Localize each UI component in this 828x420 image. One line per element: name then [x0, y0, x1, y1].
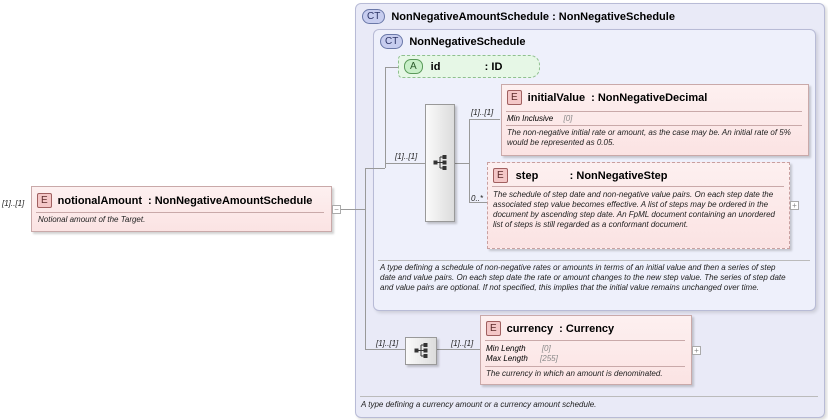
initial-value-name: initialValue — [527, 91, 586, 104]
notional-amount-name: notionalAmount — [57, 194, 142, 207]
min-length-value: [0] — [541, 344, 551, 353]
attribute-id[interactable]: A id : ID — [398, 55, 540, 78]
sequence-1-cardinality: [1]..[1] — [395, 152, 418, 161]
element-badge: E — [486, 321, 501, 336]
sequence-2-cardinality: [1]..[1] — [376, 339, 399, 348]
max-length-value: [255] — [540, 354, 558, 363]
expand-currency-button[interactable]: + — [692, 346, 701, 355]
inner-type-title: NonNegativeSchedule — [409, 35, 526, 48]
initial-value-doc: The non-negative initial rate or amount,… — [507, 128, 791, 147]
element-badge: E — [507, 90, 522, 105]
attribute-id-type: : ID — [484, 60, 503, 73]
currency-element[interactable]: E currency : Currency Min Length [0] Max… — [480, 315, 692, 385]
element-badge: E — [493, 168, 508, 183]
step-element[interactable]: E step : NonNegativeStep The schedule of… — [487, 162, 790, 249]
initial-value-cardinality: [1]..[1] — [471, 108, 494, 117]
step-doc: The schedule of step date and non-negati… — [493, 190, 775, 229]
notional-amount-type: : NonNegativeAmountSchedule — [148, 194, 313, 207]
expand-step-button[interactable]: + — [790, 201, 799, 210]
step-type: : NonNegativeStep — [569, 169, 668, 182]
attribute-id-name: id — [430, 60, 441, 73]
currency-type: : Currency — [559, 322, 615, 335]
sequence-2-compositor[interactable] — [405, 337, 437, 365]
complex-type-badge: CT — [362, 9, 386, 24]
currency-name: currency — [506, 322, 554, 335]
currency-cardinality: [1]..[1] — [451, 339, 474, 348]
complex-type-badge: CT — [380, 34, 404, 49]
sequence-1-compositor[interactable] — [425, 104, 455, 222]
notional-cardinality: [1]..[1] — [2, 199, 25, 208]
min-inclusive-value: [0] — [563, 114, 573, 123]
outer-type-doc: A type defining a currency amount or a c… — [361, 400, 597, 409]
expand-notional-button[interactable]: − — [332, 205, 341, 214]
max-length-label: Max Length — [486, 354, 528, 363]
notional-amount-element[interactable]: E notionalAmount : NonNegativeAmountSche… — [31, 186, 332, 232]
initial-value-type: : NonNegativeDecimal — [591, 91, 708, 104]
initial-value-element[interactable]: E initialValue : NonNegativeDecimal Min … — [501, 84, 809, 156]
notional-amount-doc: Notional amount of the Target. — [38, 215, 146, 224]
currency-doc: The currency in which an amount is denom… — [486, 369, 663, 378]
step-name: step — [515, 169, 539, 182]
attribute-badge: A — [404, 59, 423, 74]
min-inclusive-label: Min Inclusive — [507, 114, 554, 123]
outer-type-title: NonNegativeAmountSchedule : NonNegativeS… — [391, 10, 675, 23]
inner-type-doc: A type defining a schedule of non-negati… — [380, 263, 786, 292]
element-badge: E — [37, 193, 52, 208]
min-length-label: Min Length — [486, 344, 526, 353]
step-cardinality: 0..* — [471, 194, 484, 203]
